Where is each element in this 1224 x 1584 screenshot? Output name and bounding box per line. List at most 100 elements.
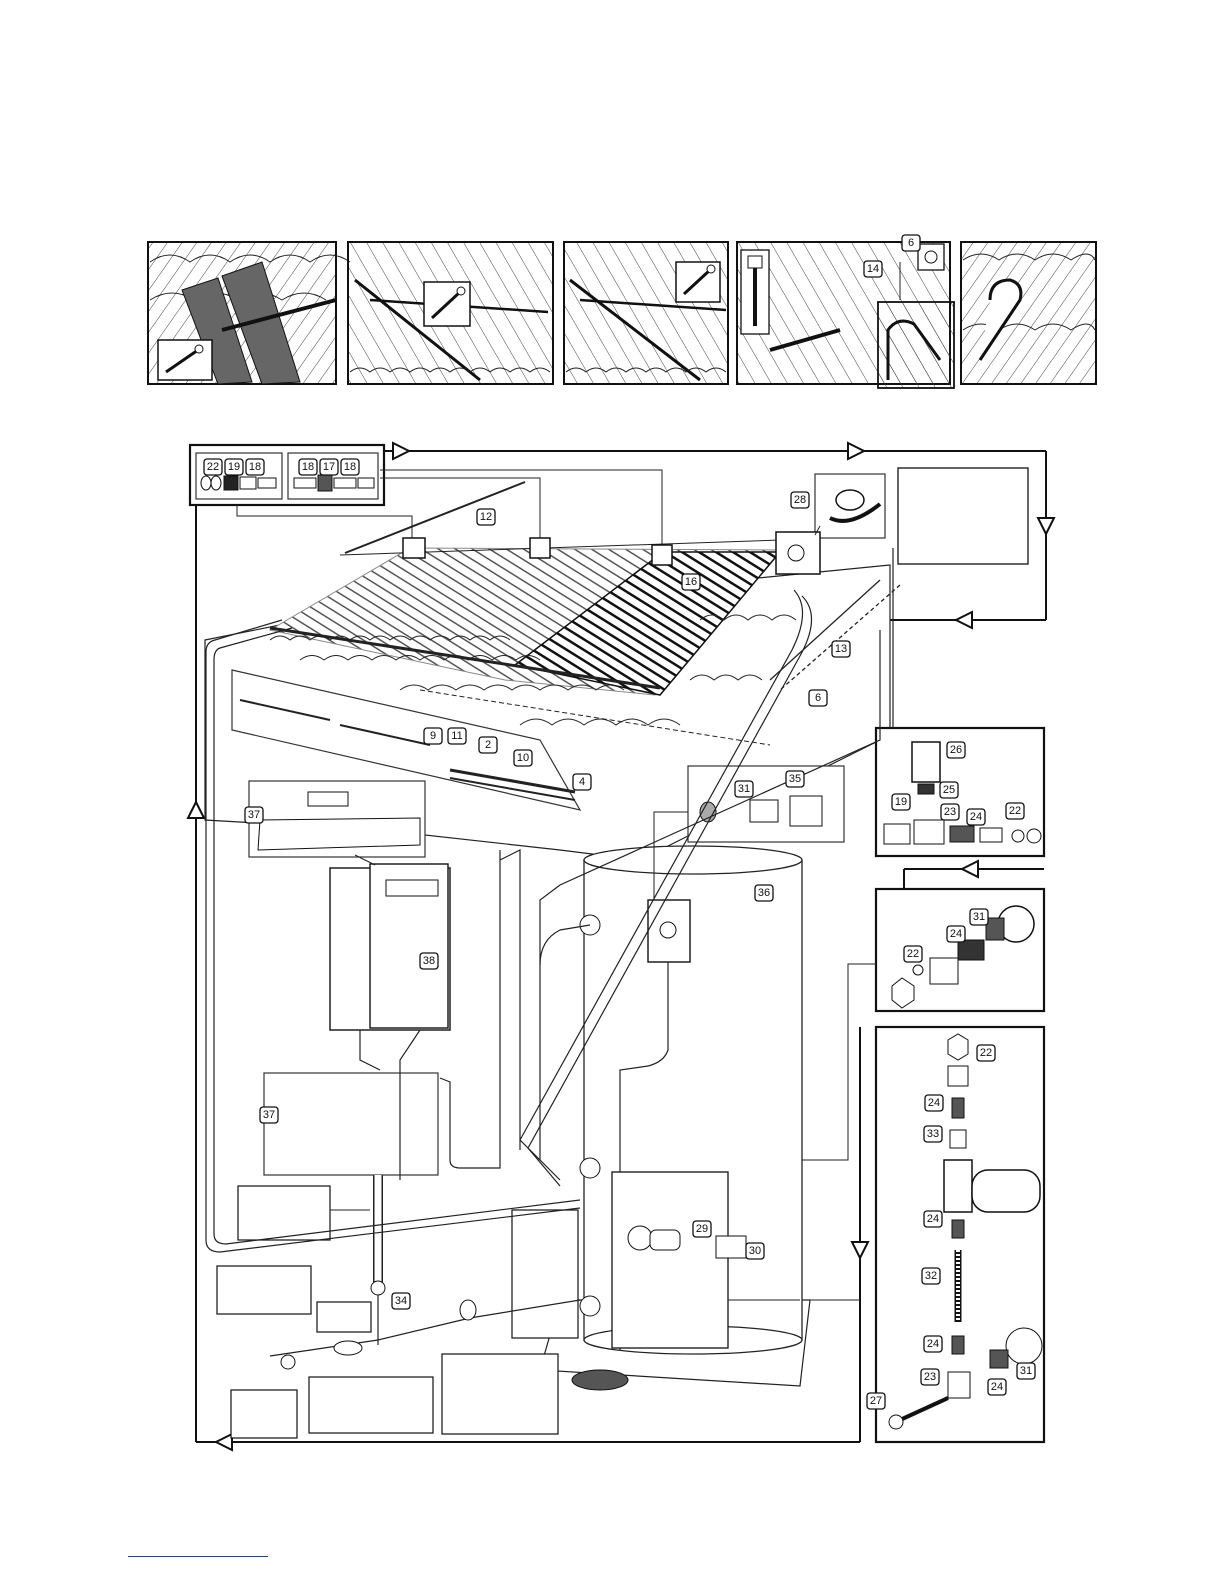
callout-c-18-a: 18: [246, 459, 264, 475]
detail-panel-tile-hook: [961, 242, 1096, 384]
callout-c-24-d: 24: [924, 1211, 942, 1227]
callout-label: 23: [944, 806, 956, 818]
callout-c-35: 35: [786, 771, 804, 787]
callout-c-19-a: 19: [225, 459, 243, 475]
callout-label: 27: [870, 1395, 882, 1407]
callout-c-18-b: 18: [299, 459, 317, 475]
callout-label: 38: [423, 955, 435, 967]
callout-label: 10: [517, 752, 529, 764]
callout-label: 33: [927, 1128, 939, 1140]
callout-label: 11: [451, 730, 462, 742]
callout-c-36: 36: [755, 885, 773, 901]
callout-c-19-b: 19: [892, 794, 910, 810]
callout-c-33: 33: [924, 1126, 942, 1142]
callout-c-29: 29: [693, 1221, 711, 1237]
callout-c-22-d: 22: [977, 1045, 995, 1061]
callout-label: 17: [323, 461, 335, 473]
callout-label: 18: [249, 461, 261, 473]
callout-label: 24: [927, 1338, 939, 1350]
callout-c-24-f: 24: [988, 1379, 1006, 1395]
callout-label: 31: [1020, 1365, 1032, 1377]
callout-c-31-c: 31: [1017, 1363, 1035, 1379]
callout-label: 24: [928, 1097, 940, 1109]
callout-label: 9: [430, 730, 436, 742]
callout-c-26: 26: [947, 742, 965, 758]
callout-label: 6: [908, 237, 914, 249]
callout-c-22-c: 22: [904, 946, 922, 962]
callout-c-37-b: 37: [260, 1107, 278, 1123]
callout-label: 31: [738, 783, 750, 795]
callout-c-2: 2: [479, 737, 497, 753]
callout-c-38: 38: [420, 953, 438, 969]
callout-label: 28: [794, 494, 806, 506]
callout-c-6-b: 6: [902, 235, 920, 251]
callout-label: 22: [907, 948, 919, 960]
callout-label: 14: [867, 263, 879, 275]
flow-arrow-icon: [188, 802, 204, 818]
callout-label: 16: [685, 576, 697, 588]
flow-arrow-icon: [852, 1242, 868, 1258]
callout-label: 24: [927, 1213, 939, 1225]
callout-c-22-b: 22: [1006, 803, 1024, 819]
callout-c-37-a: 37: [245, 807, 263, 823]
callout-label: 23: [924, 1371, 936, 1383]
callout-label: 35: [789, 773, 801, 785]
callout-c-12: 12: [477, 509, 495, 525]
flow-arrow-icon: [1038, 518, 1054, 534]
callout-label: 25: [943, 784, 955, 796]
callout-label: 37: [248, 809, 260, 821]
callout-label: 30: [749, 1245, 761, 1257]
callout-label: 26: [950, 744, 962, 756]
callout-c-24-e: 24: [924, 1336, 942, 1352]
mounting-detail-panels: [148, 242, 1096, 388]
detail-panel-tile-strap: [148, 242, 350, 384]
storage-tank: [512, 766, 844, 1390]
callout-c-31-a: 31: [735, 781, 753, 797]
detail-panel-corrugated-b: [564, 242, 728, 384]
callout-label: 19: [228, 461, 240, 473]
callout-c-23-b: 23: [921, 1369, 939, 1385]
callout-c-9: 9: [424, 728, 442, 744]
callout-c-30: 30: [746, 1243, 764, 1259]
pump-assembly-box: [876, 1027, 1044, 1442]
flow-arrow-icon: [393, 443, 409, 459]
callout-c-23-a: 23: [941, 804, 959, 820]
flow-arrow-icon: [848, 443, 864, 459]
callout-label: 37: [263, 1109, 275, 1121]
callout-label: 19: [895, 796, 907, 808]
flow-arrow-icon: [216, 1434, 232, 1450]
callout-label: 29: [696, 1223, 708, 1235]
callout-c-32: 32: [922, 1268, 940, 1284]
callout-c-11: 11: [448, 728, 466, 744]
callout-c-13: 13: [832, 641, 850, 657]
callout-label: 31: [973, 911, 985, 923]
callout-c-16: 16: [682, 574, 700, 590]
callout-label: 22: [980, 1047, 992, 1059]
callout-c-4: 4: [573, 774, 591, 790]
callout-c-24-b: 24: [947, 926, 965, 942]
callout-c-24-a: 24: [967, 809, 985, 825]
callout-label: 13: [835, 643, 847, 655]
footer-rule: [128, 1556, 268, 1557]
detail-panel-corrugated-a: [348, 242, 553, 384]
callout-c-6-a: 6: [809, 690, 827, 706]
flow-arrow-icon: [962, 861, 978, 877]
callout-label: 34: [395, 1295, 407, 1307]
callout-label: 4: [579, 776, 585, 788]
callout-label: 18: [344, 461, 356, 473]
callout-c-31-b: 31: [970, 909, 988, 925]
callout-label: 36: [758, 887, 770, 899]
callout-label: 24: [950, 928, 962, 940]
callout-c-27: 27: [867, 1393, 885, 1409]
detail-panel-bolt: [737, 242, 954, 388]
callout-c-17: 17: [320, 459, 338, 475]
callout-c-18-c: 18: [341, 459, 359, 475]
callout-label: 22: [207, 461, 219, 473]
callout-c-24-c: 24: [925, 1095, 943, 1111]
callout-label: 24: [970, 811, 982, 823]
callout-label: 18: [302, 461, 314, 473]
callout-label: 6: [815, 692, 821, 704]
callout-c-14: 14: [864, 261, 882, 277]
callout-c-28: 28: [791, 492, 809, 508]
